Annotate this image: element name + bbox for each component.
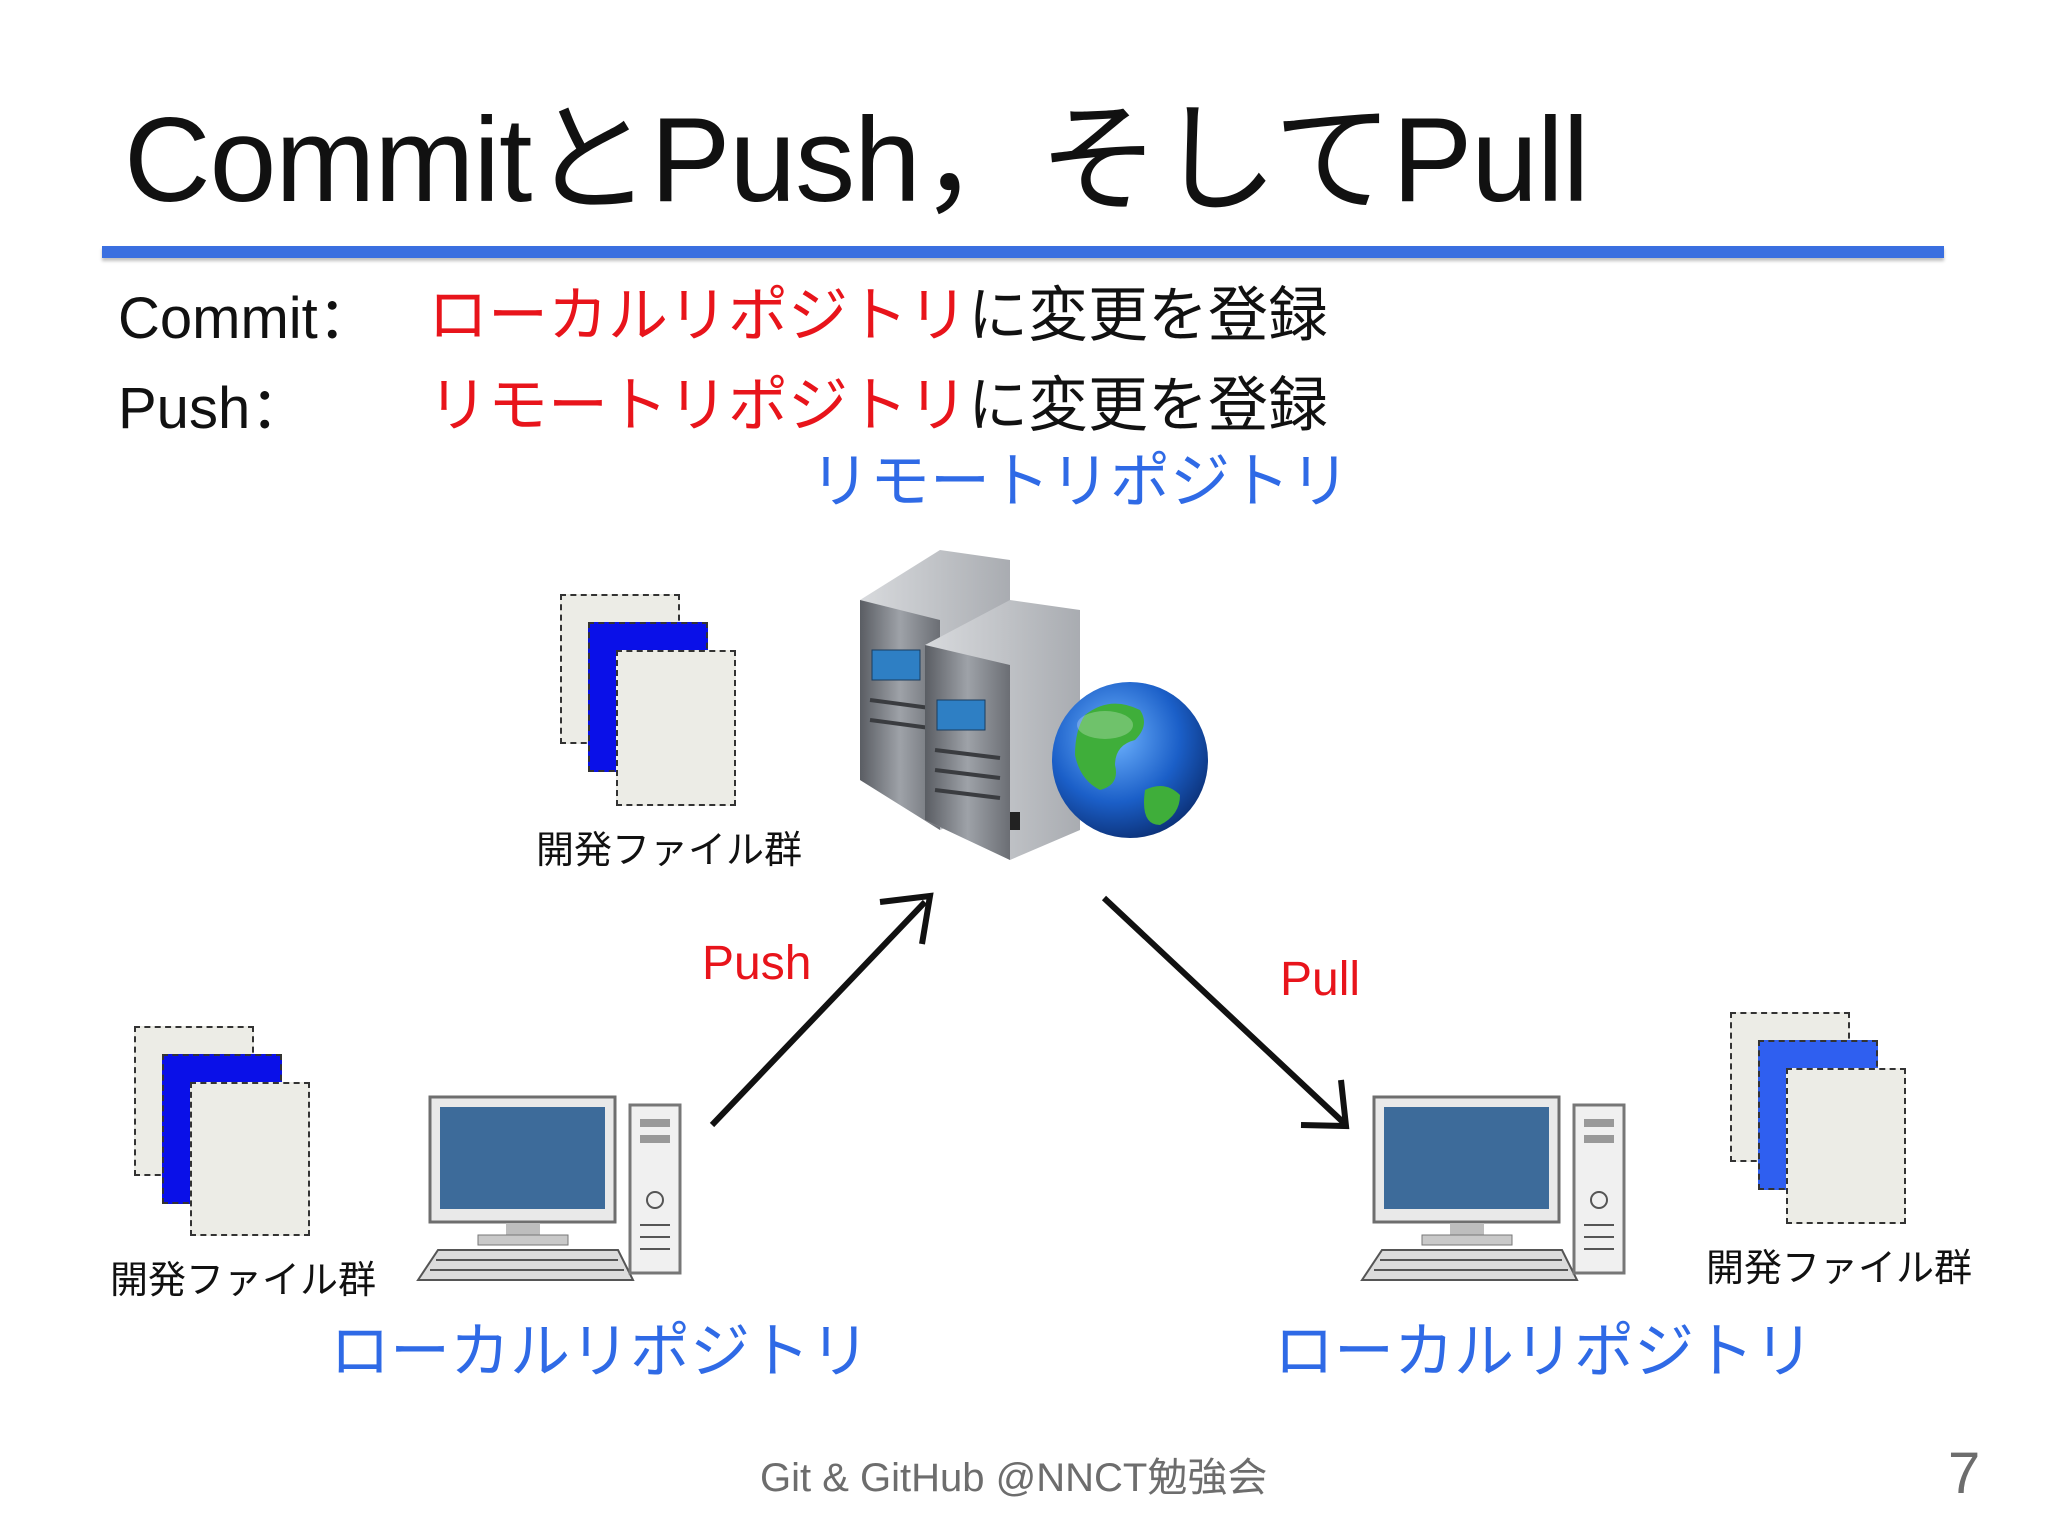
top-files-label: 開発ファイル群 <box>536 830 803 872</box>
commit-definition: ローカルリポジトリに変更を登録 <box>428 286 1328 346</box>
footer-text: Git & GitHub @NNCT勉強会 <box>760 1456 1268 1500</box>
pull-label: Pull <box>1280 953 1361 1006</box>
server-icon <box>860 550 1208 860</box>
globe-icon <box>1052 682 1208 838</box>
commit-highlight: ローカルリポジトリ <box>428 282 968 349</box>
commit-term: Commit： <box>118 286 376 351</box>
push-arrow-icon <box>709 892 934 1128</box>
page-number: 7 <box>1948 1441 1981 1506</box>
push-highlight: リモートリポジトリ <box>428 372 968 439</box>
title-divider <box>102 246 1944 258</box>
push-label: Push <box>702 937 812 990</box>
right-files-label: 開発ファイル群 <box>1706 1248 1973 1290</box>
remote-repository-label: リモートリポジトリ <box>810 448 1350 515</box>
left-local-repository-label: ローカルリポジトリ <box>330 1318 870 1385</box>
computer-icon <box>416 1095 682 1281</box>
push-rest: に変更を登録 <box>968 372 1328 439</box>
push-term: Push： <box>118 376 309 441</box>
right-local-repository-label: ローカルリポジトリ <box>1274 1318 1814 1385</box>
commit-rest: に変更を登録 <box>968 282 1328 349</box>
left-files-label: 開発ファイル群 <box>110 1260 377 1302</box>
pull-arrow-icon <box>1101 895 1350 1130</box>
slide-title: CommitとPush，そしてPull <box>124 93 1589 227</box>
push-definition: リモートリポジトリに変更を登録 <box>428 376 1328 436</box>
computer-icon <box>1360 1095 1626 1281</box>
